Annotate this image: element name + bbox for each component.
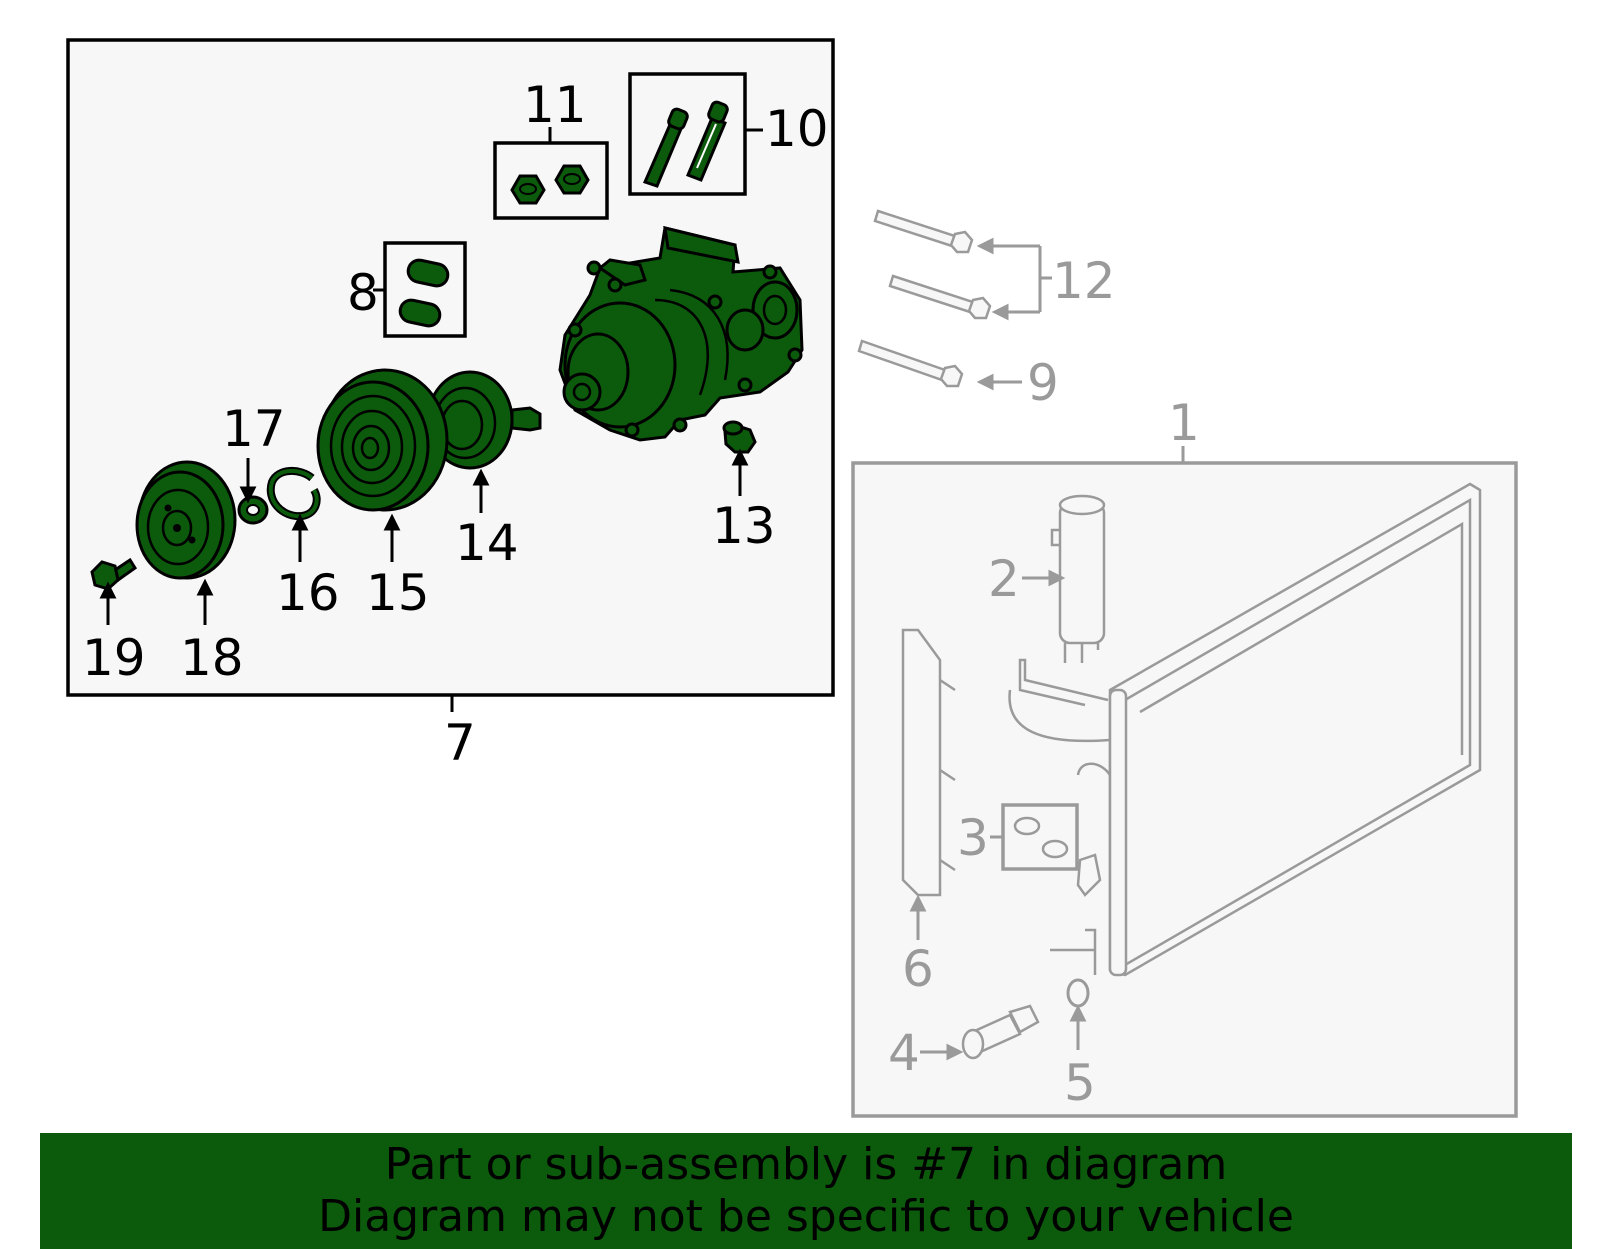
callout-14: 14	[455, 514, 519, 572]
part-4-pressure-sensor[interactable]	[961, 1004, 1040, 1060]
part-2-receiver-drier[interactable]	[1050, 494, 1106, 663]
compressor-body[interactable]	[558, 226, 804, 442]
part-19-bolt[interactable]	[90, 557, 138, 591]
part-6-side-seal[interactable]	[901, 628, 956, 897]
leader-arrows-gray-top	[976, 237, 1052, 391]
part-3-seal-kit[interactable]	[990, 803, 1079, 871]
part-17-shim[interactable]	[237, 495, 269, 525]
part-10-valves[interactable]	[628, 72, 763, 196]
leader-arrow-5	[1069, 1004, 1087, 1050]
part-9-bolt[interactable]	[857, 339, 964, 388]
leader-arrows-black	[99, 448, 749, 625]
part-13-fitting[interactable]	[722, 420, 757, 454]
part-8-plugs[interactable]	[373, 241, 467, 338]
callout-9: 9	[1027, 354, 1059, 412]
callout-3: 3	[957, 809, 989, 867]
info-banner: Part or sub-assembly is #7 in diagram Di…	[40, 1133, 1572, 1249]
callout-1: 1	[1168, 394, 1200, 452]
callout-7: 7	[444, 714, 476, 772]
part-11-nuts[interactable]	[493, 127, 609, 220]
part-14-field-coil[interactable]	[426, 370, 542, 470]
part-18-clutch-plate[interactable]	[135, 460, 237, 580]
callout-8: 8	[347, 264, 379, 322]
callout-5: 5	[1064, 1054, 1096, 1112]
banner-line-2: Diagram may not be specific to your vehi…	[318, 1191, 1294, 1242]
callout-12: 12	[1052, 252, 1116, 310]
callout-6: 6	[902, 940, 934, 998]
leader-arrow-2	[1022, 569, 1066, 587]
part-15-pulley[interactable]	[316, 368, 449, 512]
callout-15: 15	[366, 564, 430, 622]
callout-16: 16	[276, 564, 340, 622]
banner-line-1: Part or sub-assembly is #7 in diagram	[384, 1139, 1228, 1190]
part-12-bolts[interactable]	[873, 209, 992, 320]
callout-18: 18	[180, 629, 244, 687]
callout-10: 10	[765, 100, 829, 158]
callout-17: 17	[222, 400, 286, 458]
callout-2: 2	[988, 550, 1020, 608]
callout-19: 19	[82, 629, 146, 687]
leader-arrow-4	[920, 1043, 964, 1061]
part-condenser[interactable]	[1008, 482, 1482, 977]
leader-arrow-6	[909, 894, 927, 940]
callout-13: 13	[712, 497, 776, 555]
callout-11: 11	[523, 76, 587, 134]
callout-4: 4	[888, 1024, 920, 1082]
